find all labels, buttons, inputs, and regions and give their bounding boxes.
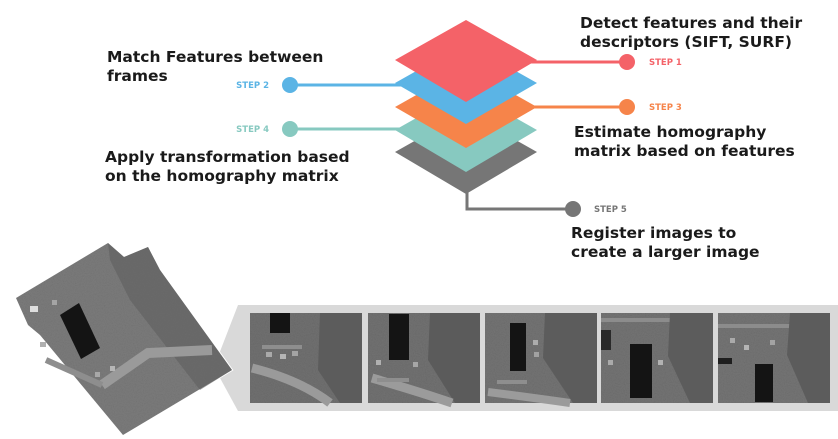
connector-step5 bbox=[465, 192, 573, 211]
step2-label: STEP 2 bbox=[236, 81, 269, 91]
aerial-frame-4 bbox=[601, 313, 713, 403]
aerial-frame-1 bbox=[250, 313, 362, 407]
step3-label: STEP 3 bbox=[649, 103, 682, 113]
aerial-frame-5 bbox=[718, 313, 830, 403]
step1-label: STEP 1 bbox=[649, 58, 682, 68]
step5-dot bbox=[565, 201, 581, 217]
stitched-mosaic bbox=[14, 241, 234, 437]
step4-dot bbox=[282, 121, 298, 137]
step5-label: STEP 5 bbox=[594, 205, 627, 215]
step2-dot bbox=[282, 77, 298, 93]
layer-step1 bbox=[395, 20, 537, 102]
aerial-frame-3 bbox=[485, 313, 597, 407]
step1-dot bbox=[619, 54, 635, 70]
step3-dot bbox=[619, 99, 635, 115]
step4-label: STEP 4 bbox=[236, 125, 269, 135]
aerial-frame-2 bbox=[368, 313, 480, 408]
